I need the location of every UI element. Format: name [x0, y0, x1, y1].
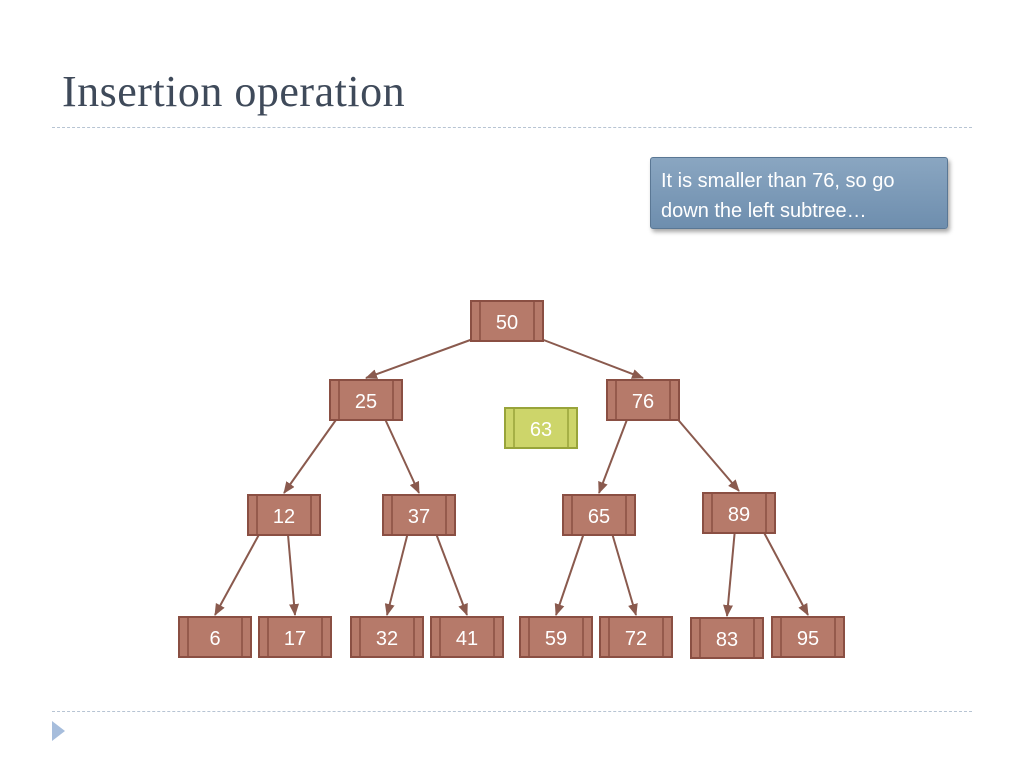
tree-node-65: 65 [562, 494, 636, 536]
tree-node-41: 41 [430, 616, 504, 658]
tree-node-41-value: 41 [456, 628, 478, 650]
inserting-node-63: 63 [504, 407, 578, 449]
tree-edge-25-to-37 [383, 417, 420, 494]
tree-node-32: 32 [350, 616, 424, 658]
tree-node-83: 83 [690, 617, 764, 659]
tree-node-59: 59 [519, 616, 593, 658]
tree-edge-37-to-32 [384, 532, 409, 616]
tree-node-17-value: 17 [284, 628, 306, 650]
tree-node-6-value: 6 [209, 628, 220, 650]
tree-node-50-value: 50 [496, 312, 518, 334]
tree-node-12-value: 12 [273, 506, 295, 528]
tree-edge-37-to-41 [434, 532, 468, 616]
tree-edge-76-to-89 [675, 417, 740, 492]
tree-edge-50-to-25 [365, 338, 474, 379]
tree-node-32-value: 32 [376, 628, 398, 650]
tree-node-72: 72 [599, 616, 673, 658]
tree-node-95: 95 [771, 616, 845, 658]
tree-node-95-value: 95 [797, 628, 819, 650]
tree-edge-76-to-65 [598, 417, 629, 494]
inserting-node-63-value: 63 [530, 419, 552, 441]
tree-edge-89-to-83 [723, 530, 736, 617]
tree-edge-89-to-95 [762, 530, 809, 616]
tree-edge-65-to-59 [554, 532, 585, 616]
triangle-bullet-icon [52, 721, 65, 741]
explanation-callout: It is smaller than 76, so go down the le… [650, 157, 948, 229]
tree-node-37-value: 37 [408, 506, 430, 528]
tree-node-76: 76 [606, 379, 680, 421]
tree-node-76-value: 76 [632, 391, 654, 413]
tree-node-89: 89 [702, 492, 776, 534]
tree-edge-12-to-6 [214, 532, 261, 616]
tree-edge-50-to-76 [540, 338, 644, 379]
tree-node-6: 6 [178, 616, 252, 658]
slide-title: Insertion operation [62, 67, 406, 116]
tree-node-25-value: 25 [355, 391, 377, 413]
tree-edge-65-to-72 [610, 532, 638, 616]
tree-edge-12-to-17 [286, 532, 300, 616]
footer-divider [52, 711, 972, 712]
tree-node-37: 37 [382, 494, 456, 536]
tree-edge-25-to-12 [283, 417, 339, 494]
tree-node-12: 12 [247, 494, 321, 536]
tree-node-25: 25 [329, 379, 403, 421]
tree-node-72-value: 72 [625, 628, 647, 650]
tree-node-59-value: 59 [545, 628, 567, 650]
title-divider [52, 127, 972, 128]
tree-node-65-value: 65 [588, 506, 610, 528]
tree-node-89-value: 89 [728, 504, 750, 526]
tree-node-50: 50 [470, 300, 544, 342]
tree-node-83-value: 83 [716, 629, 738, 651]
tree-node-17: 17 [258, 616, 332, 658]
